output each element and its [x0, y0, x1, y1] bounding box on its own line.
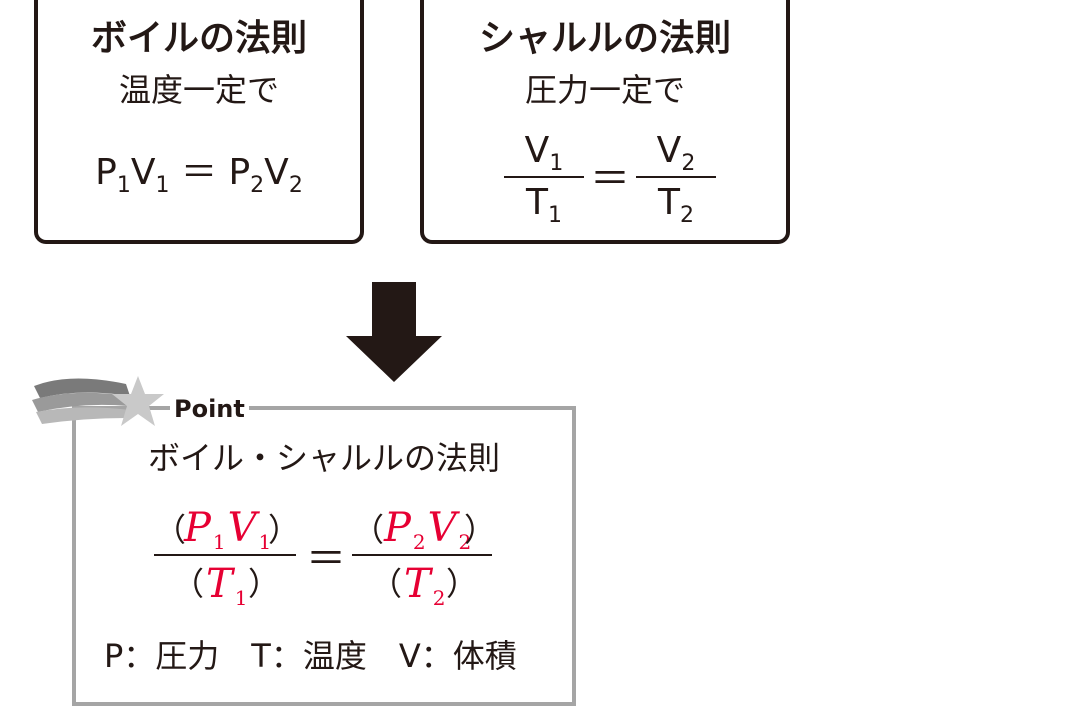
boyle-v2-sub: 2 [288, 173, 303, 198]
boyle-v1-sub: 1 [155, 173, 170, 198]
charles-t1-sub: 1 [548, 203, 562, 228]
charles-v2-sub: 2 [681, 151, 696, 176]
point-title: ボイル・シャルルの法則 [147, 439, 500, 477]
charles-right-fraction-bar [636, 176, 716, 178]
charles-law-title: シャルルの法則 [478, 18, 731, 59]
point-t1: T [206, 561, 235, 607]
charles-law-equation: V1 T1 ＝ V2 T2 [424, 122, 786, 232]
down-arrow-icon [346, 282, 442, 382]
point-right-den-open-paren: （ [370, 565, 403, 603]
boyle-p2: P [228, 152, 251, 193]
boyle-law-title: ボイルの法則 [90, 18, 307, 59]
point-p2-sub: 2 [412, 530, 428, 554]
shooting-star-icon [32, 376, 164, 426]
charles-equals: ＝ [590, 156, 630, 202]
charles-v1-sub: 1 [549, 151, 564, 176]
charles-t1: T [526, 182, 548, 223]
boyle-law-equation: P1V1 ＝ P2V2 [38, 148, 360, 203]
charles-right-numerator: V2 [636, 128, 716, 179]
point-right-fraction-bar [352, 554, 492, 556]
charles-v2: V [656, 130, 682, 171]
point-p2: P [384, 505, 413, 551]
point-left-fraction: （ P1V1 ） （ T1 ） [154, 500, 300, 612]
boyle-p1-sub: 1 [116, 173, 131, 198]
charles-t2-sub: 2 [680, 203, 694, 228]
charles-t2: T [658, 182, 680, 223]
point-right-denominator: T2 [404, 562, 447, 612]
boyle-v1: V [130, 152, 156, 193]
point-right-numerator: P2V2 [384, 506, 473, 556]
point-t2-sub: 2 [432, 586, 448, 610]
point-v2: V [427, 505, 459, 551]
point-left-denominator: T1 [206, 562, 249, 612]
point-right-num-open-paren: （ [352, 511, 385, 549]
charles-right-denominator: T2 [636, 180, 716, 231]
point-left-num-close-paren: ） [268, 511, 301, 549]
point-p1: P [184, 505, 213, 551]
point-left-fraction-bar [154, 554, 296, 556]
point-equals: ＝ [306, 536, 346, 582]
point-v1-sub: 1 [258, 530, 274, 554]
point-right-fraction: （ P2V2 ） （ T2 ） [352, 500, 496, 612]
point-right-num-close-paren: ） [464, 511, 497, 549]
point-label: Point [170, 394, 249, 424]
charles-v1: V [524, 130, 550, 171]
boyle-law-box: ボイルの法則 温度一定で P1V1 ＝ P2V2 [34, 0, 364, 244]
boyle-law-condition: 温度一定で [118, 71, 279, 109]
charles-law-condition: 圧力一定で [524, 71, 685, 109]
variable-legend: P：圧力 T：温度 V：体積 [104, 637, 517, 675]
charles-left-fraction-bar [504, 176, 584, 178]
point-left-den-close-paren: ） [248, 565, 281, 603]
point-v2-sub: 2 [458, 530, 474, 554]
charles-left-denominator: T1 [504, 180, 584, 231]
boyle-equals: ＝ [180, 152, 217, 193]
boyle-p2-sub: 2 [250, 173, 265, 198]
point-v1: V [227, 505, 259, 551]
point-p1-sub: 1 [212, 530, 228, 554]
point-t1-sub: 1 [234, 586, 250, 610]
point-box [72, 406, 576, 706]
point-t2: T [404, 561, 433, 607]
point-left-numerator: P1V1 [184, 506, 273, 556]
charles-left-numerator: V1 [504, 128, 584, 179]
boyle-v2: V [264, 152, 289, 193]
point-left-den-open-paren: （ [172, 565, 205, 603]
charles-law-box: シャルルの法則 圧力一定で V1 T1 ＝ V2 T2 [420, 0, 790, 244]
point-left-num-open-paren: （ [154, 511, 187, 549]
boyle-p1: P [95, 152, 117, 193]
point-right-den-close-paren: ） [446, 565, 479, 603]
